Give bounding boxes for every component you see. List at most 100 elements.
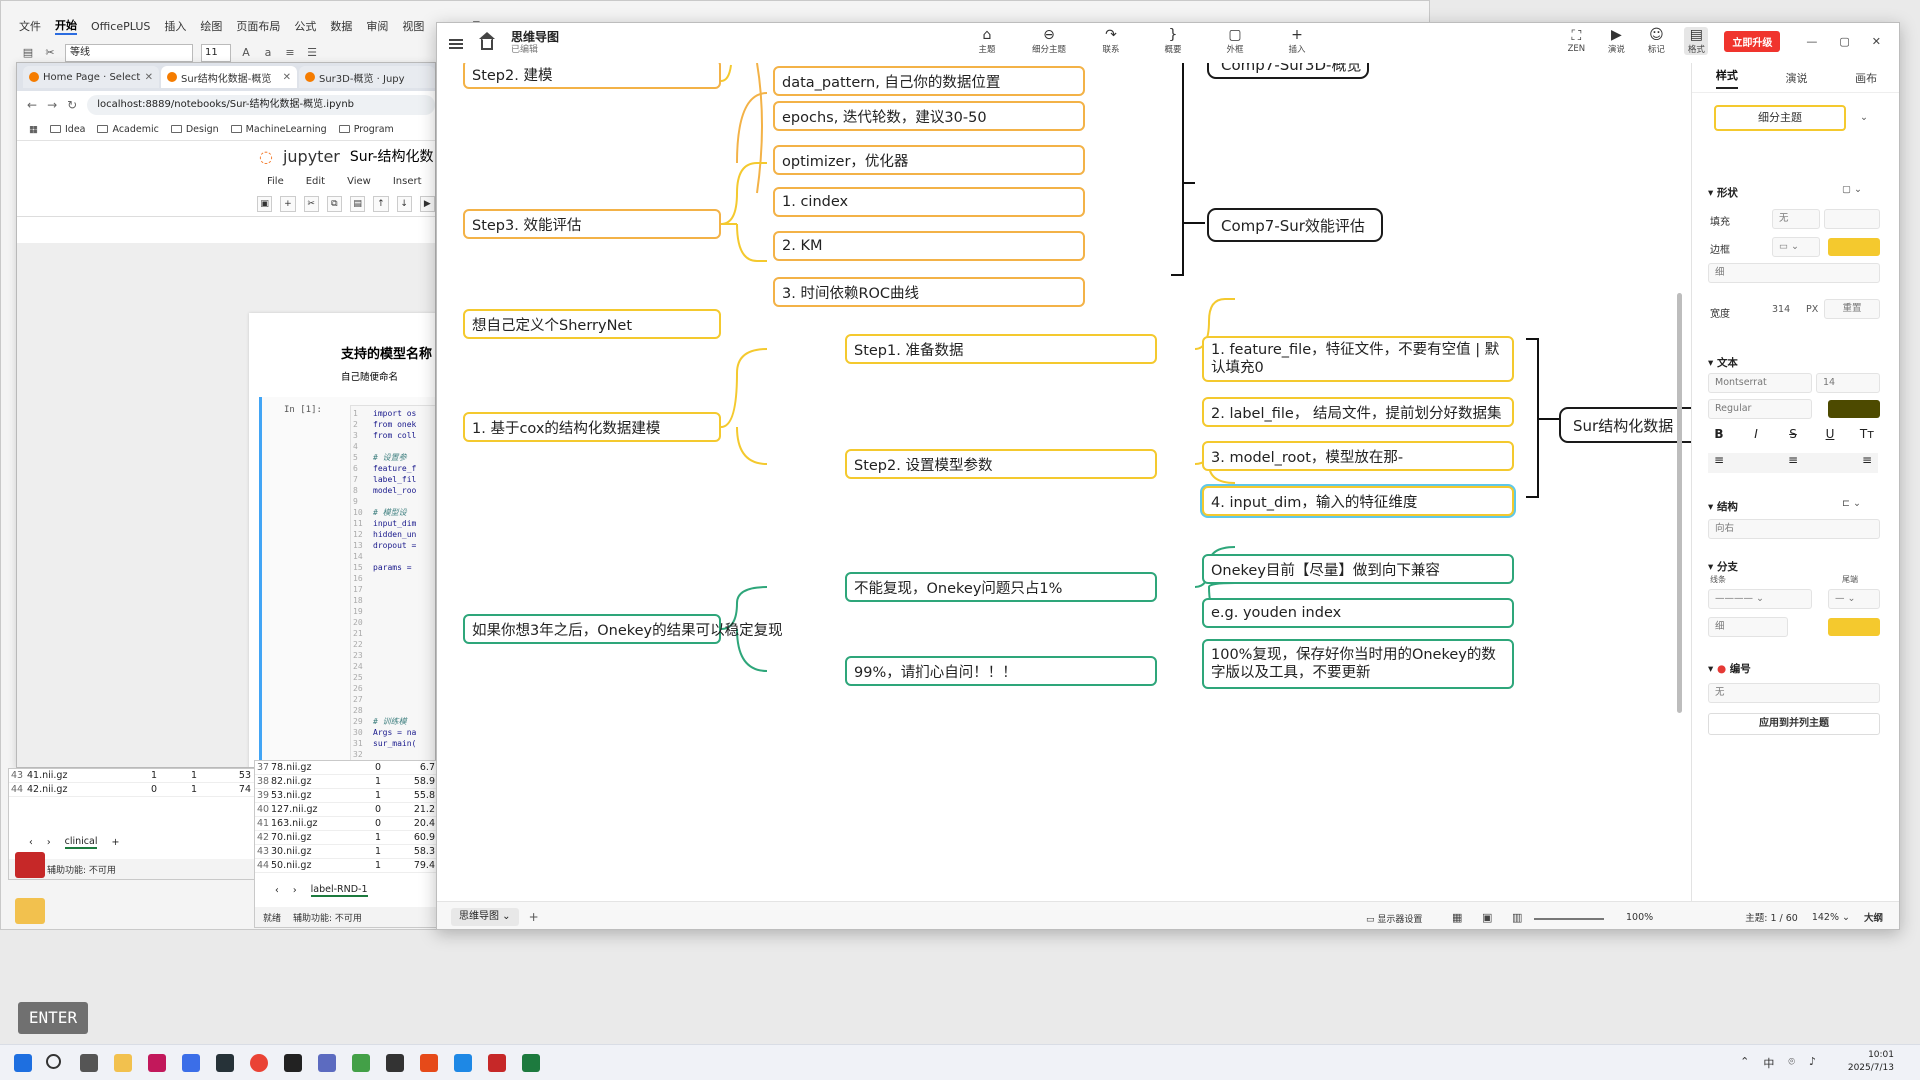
move-down-icon[interactable]: ↓ xyxy=(396,195,412,212)
node-optimizer[interactable]: optimizer，优化器 xyxy=(773,145,1085,175)
tool-zen[interactable]: ⛶ZEN xyxy=(1567,28,1586,54)
jupyter-menu-insert[interactable]: Insert xyxy=(392,175,422,187)
desktop-icon-pdf[interactable] xyxy=(0,852,60,881)
branch-color-swatch[interactable] xyxy=(1828,618,1880,636)
wps-menu-layout[interactable]: 页面布局 xyxy=(236,20,281,33)
jupyter-menu-edit[interactable]: Edit xyxy=(305,175,326,187)
section-structure[interactable]: ▾ 结构 xyxy=(1708,501,1738,513)
reset-width-button[interactable]: 重置 xyxy=(1824,299,1880,319)
topic-sur-structured[interactable]: Sur结构化数据 xyxy=(1559,407,1691,443)
branch-weight-select[interactable]: 细 xyxy=(1708,617,1788,637)
node-step3-eval[interactable]: Step3. 效能评估 xyxy=(463,209,721,239)
table-cell[interactable]: 1 xyxy=(374,860,381,871)
bookmark-ml[interactable]: MachineLearning xyxy=(230,124,327,135)
node-feature-file[interactable]: 1. feature_file，特征文件，不要有空值 | 默认填充0 xyxy=(1202,336,1514,382)
table-cell[interactable]: 41 xyxy=(257,818,270,829)
table-cell[interactable]: 163.nii.gz xyxy=(271,818,318,829)
node-step2-model[interactable]: Step2. 建模 xyxy=(463,63,721,89)
table-cell[interactable]: 44 xyxy=(257,860,270,871)
table-cell[interactable]: 0 xyxy=(374,818,381,829)
table-cell[interactable]: 60.9 xyxy=(413,832,435,843)
wps-menu-formula[interactable]: 公式 xyxy=(294,20,317,33)
table-cell[interactable]: 41.nii.gz xyxy=(27,770,68,781)
bookmark-design[interactable]: Design xyxy=(170,124,219,135)
table-cell[interactable]: 1 xyxy=(374,846,381,857)
wps-menu-review[interactable]: 审阅 xyxy=(366,20,389,33)
close-icon[interactable]: ✕ xyxy=(1871,34,1881,48)
branch-end-select[interactable]: — ⌄ xyxy=(1828,589,1880,609)
document-title[interactable]: 思维导图 xyxy=(511,30,560,44)
network-icon[interactable]: ⌾ xyxy=(1788,1055,1795,1068)
border-weight-select[interactable]: 细 xyxy=(1708,263,1880,283)
apps-icon[interactable]: ▦ xyxy=(29,124,38,135)
node-sherrynet[interactable]: 想自己定义个SherryNet xyxy=(463,309,721,339)
url-input[interactable]: localhost:8889/notebooks/Sur-结构化数据-概览.ip… xyxy=(87,95,435,115)
bookmark-idea[interactable]: Idea xyxy=(49,124,85,135)
volume-icon[interactable]: ♪ xyxy=(1808,1055,1816,1068)
table-cell[interactable]: 43 xyxy=(11,770,24,781)
node-model-root[interactable]: 3. model_root，模型放在那- xyxy=(1202,441,1514,471)
terminal-icon[interactable] xyxy=(284,1054,302,1072)
topic-comp7-sur-eval[interactable]: Comp7-Sur效能评估 xyxy=(1207,208,1383,242)
forward-icon[interactable]: → xyxy=(47,98,58,112)
table-cell[interactable]: 44 xyxy=(11,784,24,795)
table-cell[interactable]: 53.nii.gz xyxy=(271,790,312,801)
paste-icon[interactable]: ▤ xyxy=(350,195,366,212)
shape-select[interactable]: ▢ ⌄ xyxy=(1842,184,1862,195)
table-cell[interactable]: 30.nii.gz xyxy=(271,846,312,857)
topic-comp-sur3d[interactable]: Comp7-Sur3D-概览 xyxy=(1207,63,1369,79)
tool-topic[interactable]: ⌂主题 xyxy=(978,27,996,55)
app-icon[interactable] xyxy=(454,1054,472,1072)
font-select[interactable]: 等线 xyxy=(65,44,193,62)
tab-style[interactable]: 样式 xyxy=(1715,67,1738,89)
sheet-tab-mindmap[interactable]: 思维导图 ⌄ xyxy=(451,908,519,926)
tool-pitch[interactable]: ▶演说 xyxy=(1607,27,1625,55)
node-youden[interactable]: e.g. youden index xyxy=(1202,598,1514,628)
align-center-icon[interactable]: ≡ xyxy=(1787,453,1799,467)
prev-sheet-icon[interactable]: ‹ xyxy=(29,836,33,848)
node-epochs[interactable]: epochs, 迭代轮数，建议30-50 xyxy=(773,101,1085,131)
excel-icon[interactable] xyxy=(522,1054,540,1072)
bold-icon[interactable]: B xyxy=(1714,427,1724,441)
table-cell[interactable]: 79.4 xyxy=(413,860,435,871)
home-icon[interactable] xyxy=(479,32,495,50)
node-onekey-3y[interactable]: 如果你想3年之后，Onekey的结果可以稳定复现 xyxy=(463,614,783,644)
cut-icon[interactable]: ✂ xyxy=(45,46,55,59)
text-weight-select[interactable]: Regular xyxy=(1708,399,1812,419)
app-icon[interactable] xyxy=(148,1054,166,1072)
list-icon[interactable]: ☰ xyxy=(307,46,317,59)
section-shape[interactable]: ▾ 形状 xyxy=(1708,187,1738,199)
structure-icon[interactable]: ⊏ ⌄ xyxy=(1842,498,1861,509)
bookmark-program[interactable]: Program xyxy=(338,124,394,135)
table-cell[interactable]: 1 xyxy=(374,776,381,787)
section-numbering[interactable]: ▾ ● 编号 xyxy=(1708,663,1751,675)
topic-style-button[interactable]: 细分主题 xyxy=(1714,105,1846,131)
table-cell[interactable]: 1 xyxy=(190,784,197,795)
wps-menu-draw[interactable]: 绘图 xyxy=(200,20,223,33)
node-99-percent[interactable]: 99%，请扪心自问！！！ xyxy=(845,656,1157,686)
table-cell[interactable]: 40 xyxy=(257,804,270,815)
browser-tab[interactable]: Home Page · Select✕ xyxy=(23,66,159,88)
font-size-select[interactable]: 11 xyxy=(201,44,231,62)
border-shape-select[interactable]: ▭ ⌄ xyxy=(1772,237,1820,257)
strikethrough-icon[interactable]: S xyxy=(1789,427,1797,441)
table-cell[interactable]: 74 xyxy=(238,784,251,795)
back-icon[interactable]: ← xyxy=(27,98,38,112)
section-text[interactable]: ▾ 文本 xyxy=(1708,357,1738,369)
mindmap-canvas[interactable]: Step2. 建模 Step3. 效能评估 想自己定义个SherryNet 1.… xyxy=(437,63,1691,901)
wps-menu-file[interactable]: 文件 xyxy=(19,20,41,33)
table-cell[interactable]: 127.nii.gz xyxy=(271,804,318,815)
add-cell-icon[interactable]: + xyxy=(280,195,296,212)
text-case-icon[interactable]: Tт xyxy=(1859,427,1875,441)
table-cell[interactable]: 58.9 xyxy=(413,776,435,787)
table-cell[interactable]: 39 xyxy=(257,790,270,801)
table-cell[interactable]: 6.7 xyxy=(419,762,435,773)
close-icon[interactable]: ✕ xyxy=(282,71,291,83)
browser-tab[interactable]: Sur3D-概览 · Jupy xyxy=(299,66,435,88)
view-normal-icon[interactable]: ▦ xyxy=(1452,911,1463,924)
table-cell[interactable]: 37 xyxy=(257,762,270,773)
move-up-icon[interactable]: ↑ xyxy=(373,195,389,212)
